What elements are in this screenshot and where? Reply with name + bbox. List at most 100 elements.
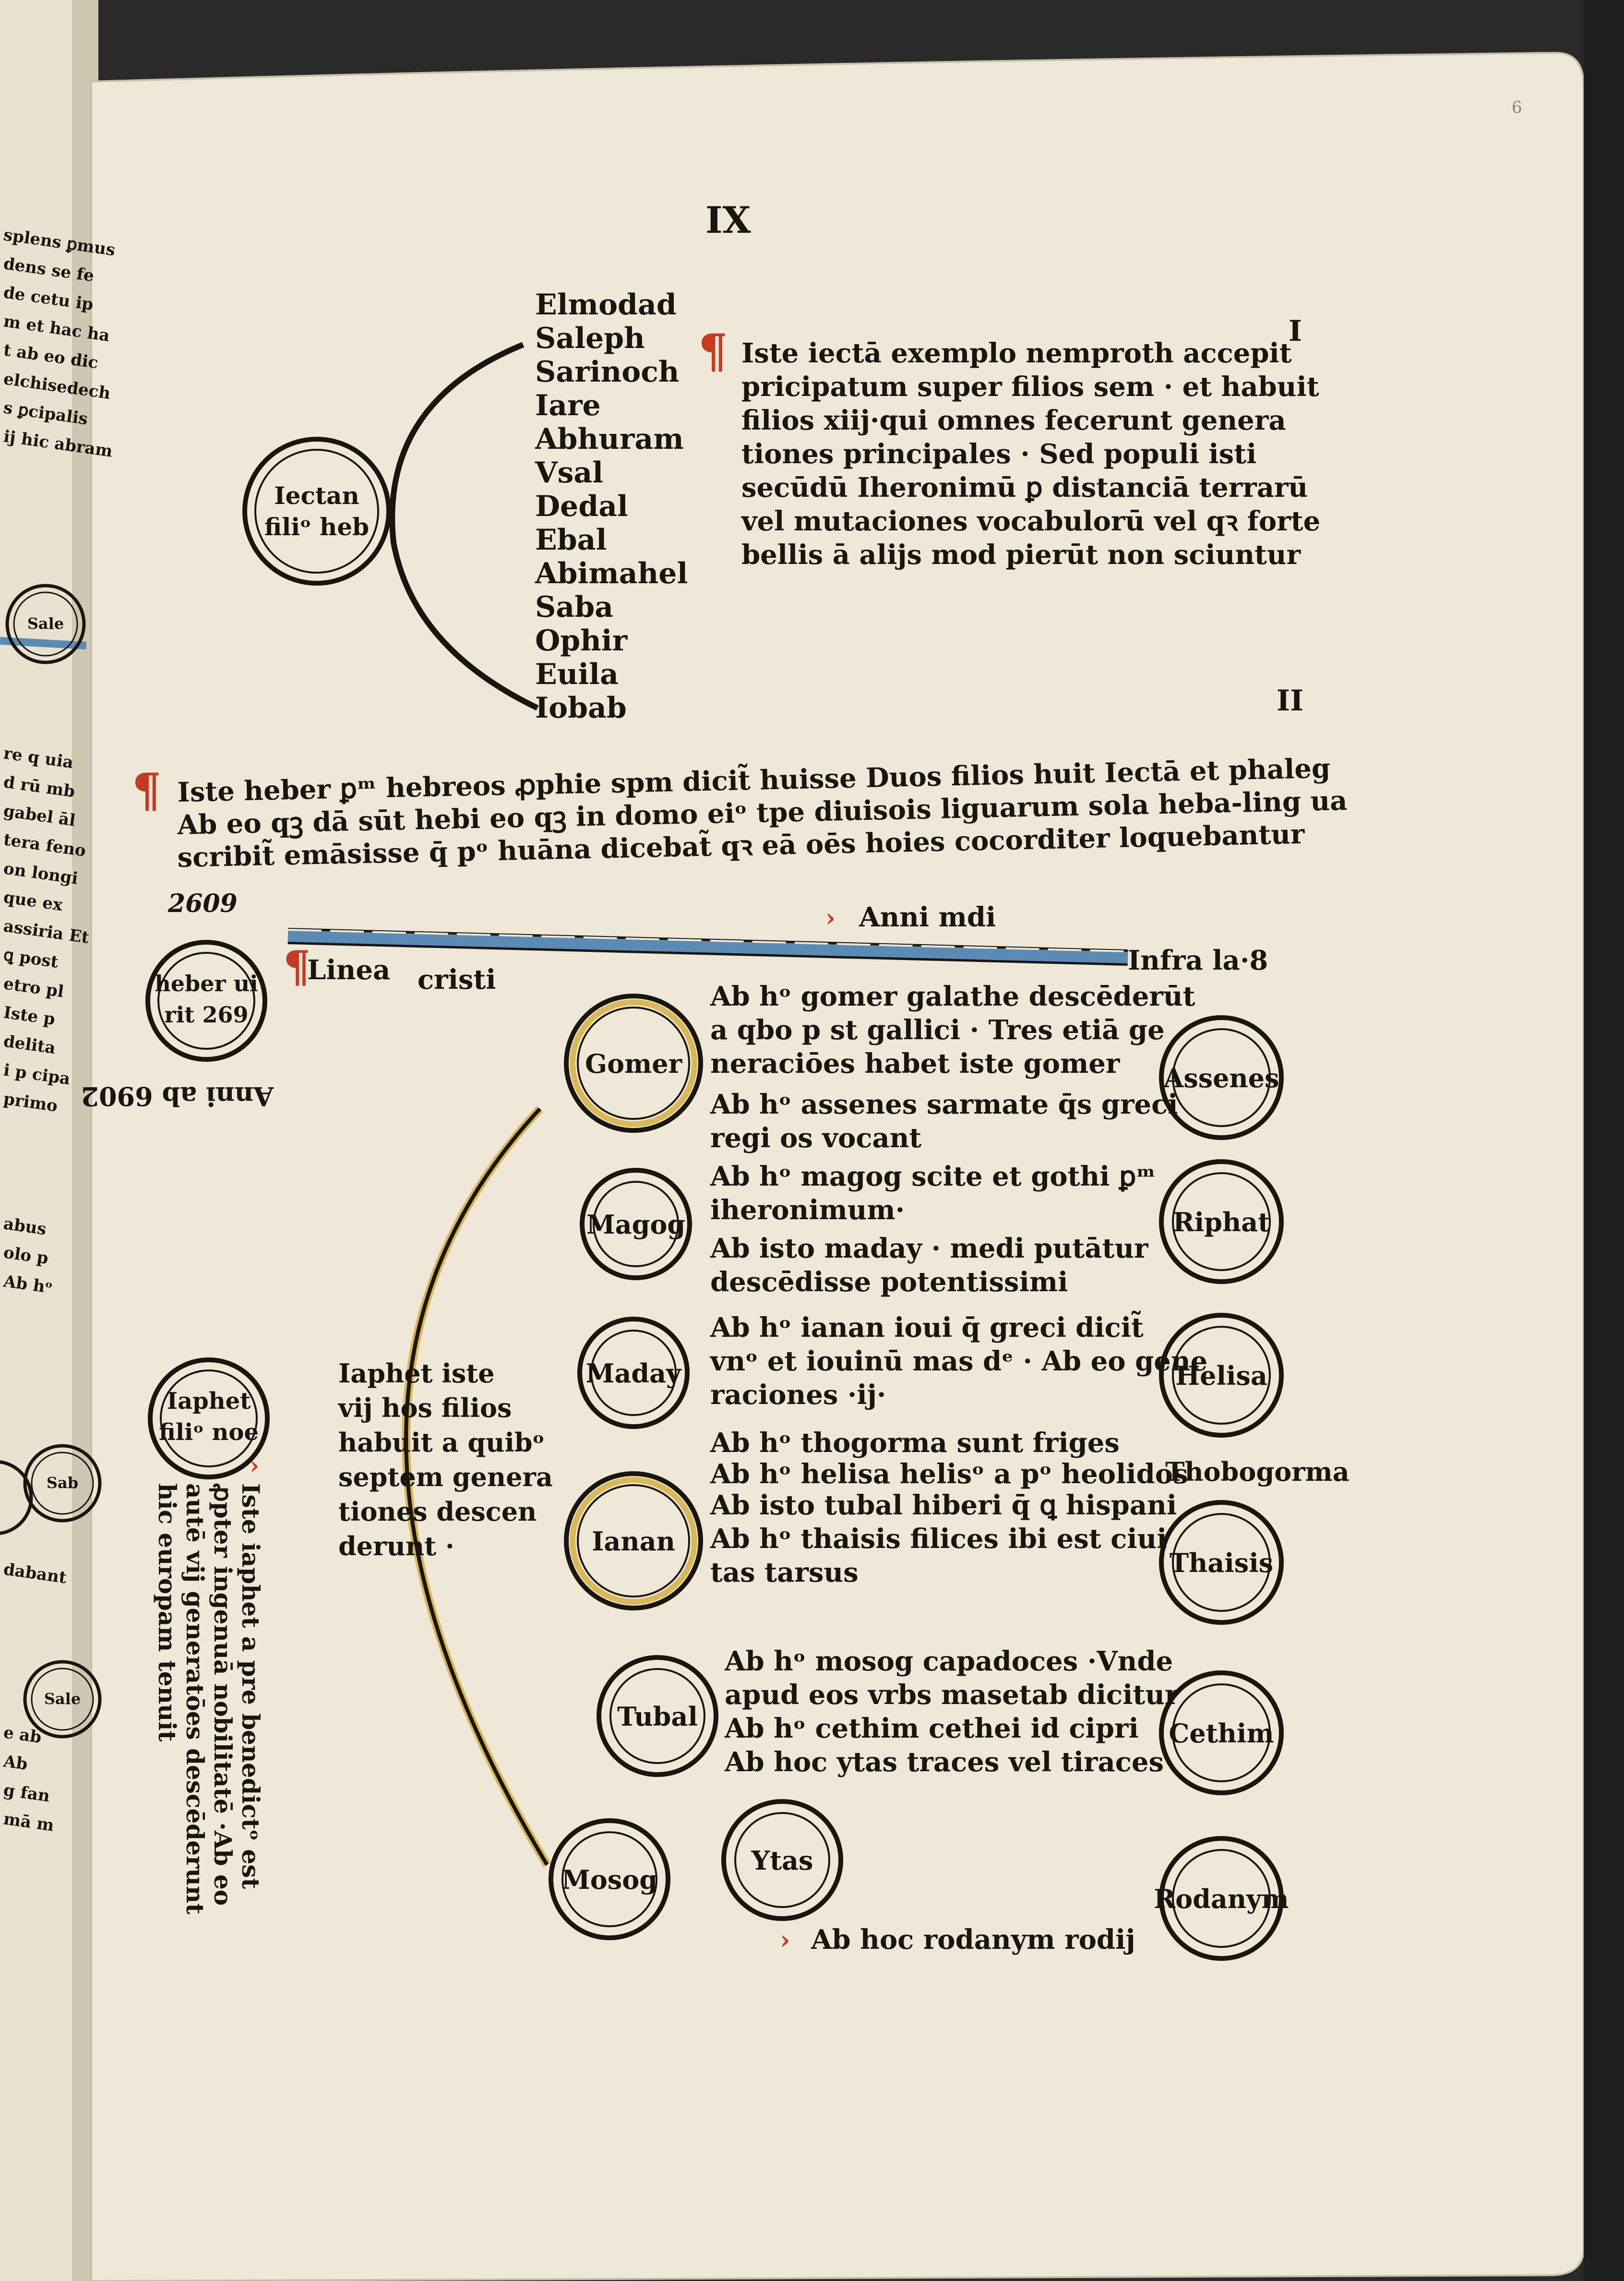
section-marker-ii: II xyxy=(1277,684,1303,718)
japhet-note-line-3: Ab hᵒ assenes sarmate q̄s greci xyxy=(710,1089,1178,1120)
inverted-note: Anni ab 6902 xyxy=(81,1081,274,1112)
right-edge-shadow xyxy=(1584,0,1624,2281)
japhet-note-line-18: apud eos vrbs masetab dicitur xyxy=(725,1679,1180,1711)
linea-label: Linea xyxy=(307,954,390,986)
iectan-medallion-line-1: Iectan xyxy=(274,481,359,510)
japhet-grandson-label-0: Assenes xyxy=(1163,1063,1279,1093)
iectan-son-8: Abimahel xyxy=(535,557,688,590)
japhet-note-line-14: Ab isto tubal hiberi q̄ ꝗ hispani xyxy=(710,1489,1177,1521)
iectan-note-line-6: bellis ā alijs mod pierūt non sciuntur xyxy=(741,539,1302,571)
final-note-mark: › xyxy=(780,1924,790,1955)
japhet-son-label-1: Magog xyxy=(586,1209,685,1240)
year-left: 2609 xyxy=(167,889,238,918)
japhet-note-line-0: Ab hᵒ gomer galathe descēderūt xyxy=(710,981,1195,1012)
iectan-son-0: Elmodad xyxy=(535,288,677,322)
japhet-note-line-16: tas tarsus xyxy=(710,1557,859,1588)
japhet-note-line-8: descēdisse potentissimi xyxy=(710,1266,1068,1298)
iectan-son-5: Vsal xyxy=(535,456,603,490)
japhet-vertical-line-2: autē vij generatōes descēderunt xyxy=(181,1483,209,1914)
section-marker-i: I xyxy=(1289,314,1302,348)
infra-label: Infra la·8 xyxy=(1128,945,1268,976)
iectan-note-line-5: vel mutaciones vocabulorū vel qꝛ forte xyxy=(740,505,1320,537)
iectan-son-3: Iare xyxy=(535,389,601,422)
japhet-son-ring-1 xyxy=(580,1168,692,1280)
japhet-note-line-17: Ab hᵒ mosog capadoces ·Vnde xyxy=(724,1645,1173,1677)
japhet-grandson-ring-6 xyxy=(1159,1836,1284,1961)
japhet-grandson-ring-1 xyxy=(1159,1159,1284,1284)
japhet-son-label-3: Ianan xyxy=(592,1526,675,1557)
paragraph-mark-2: ¶ xyxy=(132,763,161,817)
japhet-note-line-1: a qbo p st gallici · Tres etiā ge xyxy=(710,1014,1165,1046)
japhet-vertical-line-3: hic europam tenuit xyxy=(153,1483,181,1741)
japhet-grandson-label-6: Rodanym xyxy=(1154,1884,1289,1914)
facing-medallion-label-2: Sab xyxy=(47,1474,78,1492)
iectan-note-line-1: pricipatum super filios sem · et habuit xyxy=(741,371,1319,403)
iectan-note-line-4: secūdū Iheronimū ꝑ distanciā terrarū xyxy=(741,472,1308,504)
japhet-grandson-ring-4 xyxy=(1159,1500,1284,1625)
japhet-son-ring-4 xyxy=(597,1655,718,1777)
facing-page-blue-bar xyxy=(0,637,87,649)
japhet-note-line-11: raciones ·ij· xyxy=(710,1379,886,1411)
iectan-note-line-2: filios xiij·qui omnes fecerunt genera xyxy=(741,405,1286,436)
iectan-sons-list: ElmodadSalephSarinochIareAbhuramVsalDeda… xyxy=(535,288,688,725)
timeline-blue-bar xyxy=(287,928,1128,966)
japhet-note-line-9: Ab hᵒ ianan ioui q̄ greci dicit̃ xyxy=(710,1310,1144,1344)
japhet-arc-note-line-3: septem genera xyxy=(338,1462,553,1492)
japhet-note-line-10: vnᵒ et iouinū mas dᵉ · Ab eo gene xyxy=(709,1345,1207,1377)
heber-medallion-line-2: rit 269 xyxy=(165,1002,249,1028)
japhet-arc-note-line-1: vij hos filios xyxy=(338,1393,512,1423)
japhet-grandson-label-5: Cethim xyxy=(1169,1718,1274,1749)
japhet-note-line-20: Ab hoc ytas traces vel tiraces xyxy=(724,1746,1164,1778)
japhet-note-line-4: regi os vocant xyxy=(710,1122,921,1154)
japhet-arc-note-line-0: Iaphet iste xyxy=(338,1358,495,1389)
cristi-label: cristi xyxy=(418,964,496,996)
japhet-note-line-6: iheronimum· xyxy=(710,1194,905,1226)
iectan-son-11: Euila xyxy=(535,658,619,691)
japhet-medallion: Iaphet filiᵒ noe xyxy=(148,1357,270,1479)
japhet-grandson-label-2: Helisa xyxy=(1175,1360,1267,1391)
japhet-son-label-6: Ytas xyxy=(751,1845,813,1876)
heber-medallion: heber ui rit 269 xyxy=(145,940,267,1062)
japhet-descent-arc xyxy=(404,1107,549,1866)
japhet-arc-note-line-2: habuit a quibᵒ xyxy=(338,1427,545,1458)
heber-note: Iste heber ꝑᵐ hebreos ꝓphie spm dicit̃ h… xyxy=(177,751,1348,874)
japhet-grandson-label-4: Thaisis xyxy=(1170,1548,1273,1578)
japhet-grandson-ring-0 xyxy=(1159,1015,1284,1140)
chapter-heading: IX xyxy=(705,199,751,241)
iectan-note: Iste iectā exemplo nemproth accepitprici… xyxy=(740,337,1320,571)
iectan-son-10: Ophir xyxy=(535,624,628,658)
facing-medallions: Sale Sab Sale xyxy=(0,584,102,1739)
japhet-son-ring-2 xyxy=(577,1317,690,1429)
japhet-arc-note-line-4: tiones descen xyxy=(338,1496,537,1527)
japhet-note-line-13: Ab hᵒ helisa helisᵒ a pᵒ heolidos xyxy=(710,1458,1188,1490)
japhet-note-line-15: Ab hᵒ thaisis filices ibi est ciui xyxy=(710,1523,1167,1555)
anni-mundi-mark: › xyxy=(825,903,836,933)
japhet-note-line-19: Ab hᵒ cethim cethei id cipri xyxy=(724,1713,1139,1744)
iectan-son-2: Sarinoch xyxy=(535,355,679,389)
japhet-note-line-7: Ab isto maday · medi putātur xyxy=(710,1233,1149,1264)
japhet-arc-note-line-5: derunt · xyxy=(338,1531,454,1561)
japhet-grandson-label-1: Riphat xyxy=(1173,1207,1270,1237)
iectan-son-1: Saleph xyxy=(535,322,645,355)
japhet-note-line-12: Ab hᵒ thogorma sunt friges xyxy=(710,1427,1120,1459)
japhet-son-label-4: Tubal xyxy=(617,1701,698,1732)
facing-medallion-label-3: Sale xyxy=(44,1690,81,1708)
japhet-grandson-label-3: Thobogorma xyxy=(1165,1456,1349,1487)
iectan-son-6: Dedal xyxy=(535,490,628,523)
japhet-grandson-ring-5 xyxy=(1159,1670,1284,1795)
paragraph-mark-1: ¶ xyxy=(698,324,728,378)
iectan-son-4: Abhuram xyxy=(535,422,684,456)
japhet-vertical-line-0: Iste iaphet a pre benedictᵒ est xyxy=(237,1483,265,1889)
japhet-medallion-line-1: Iaphet xyxy=(167,1388,251,1415)
heber-medallion-line-1: heber ui xyxy=(155,971,258,996)
facing-medallion-label-1: Sale xyxy=(27,614,64,633)
japhet-grandsons-medallions: AssenesRiphatHelisaThobogormaThaisisCeth… xyxy=(1154,1015,1349,1961)
japhet-son-label-2: Maday xyxy=(586,1358,682,1389)
japhet-arc-note: Iaphet iste vij hos filios habuit a quibᵒ s… xyxy=(338,1358,553,1561)
japhet-note-line-2: neraciōes habet iste gomer xyxy=(710,1048,1121,1080)
iectan-medallion: Iectan filiᵒ heb xyxy=(242,437,391,586)
japhet-son-label-5: Mosog xyxy=(561,1864,657,1895)
